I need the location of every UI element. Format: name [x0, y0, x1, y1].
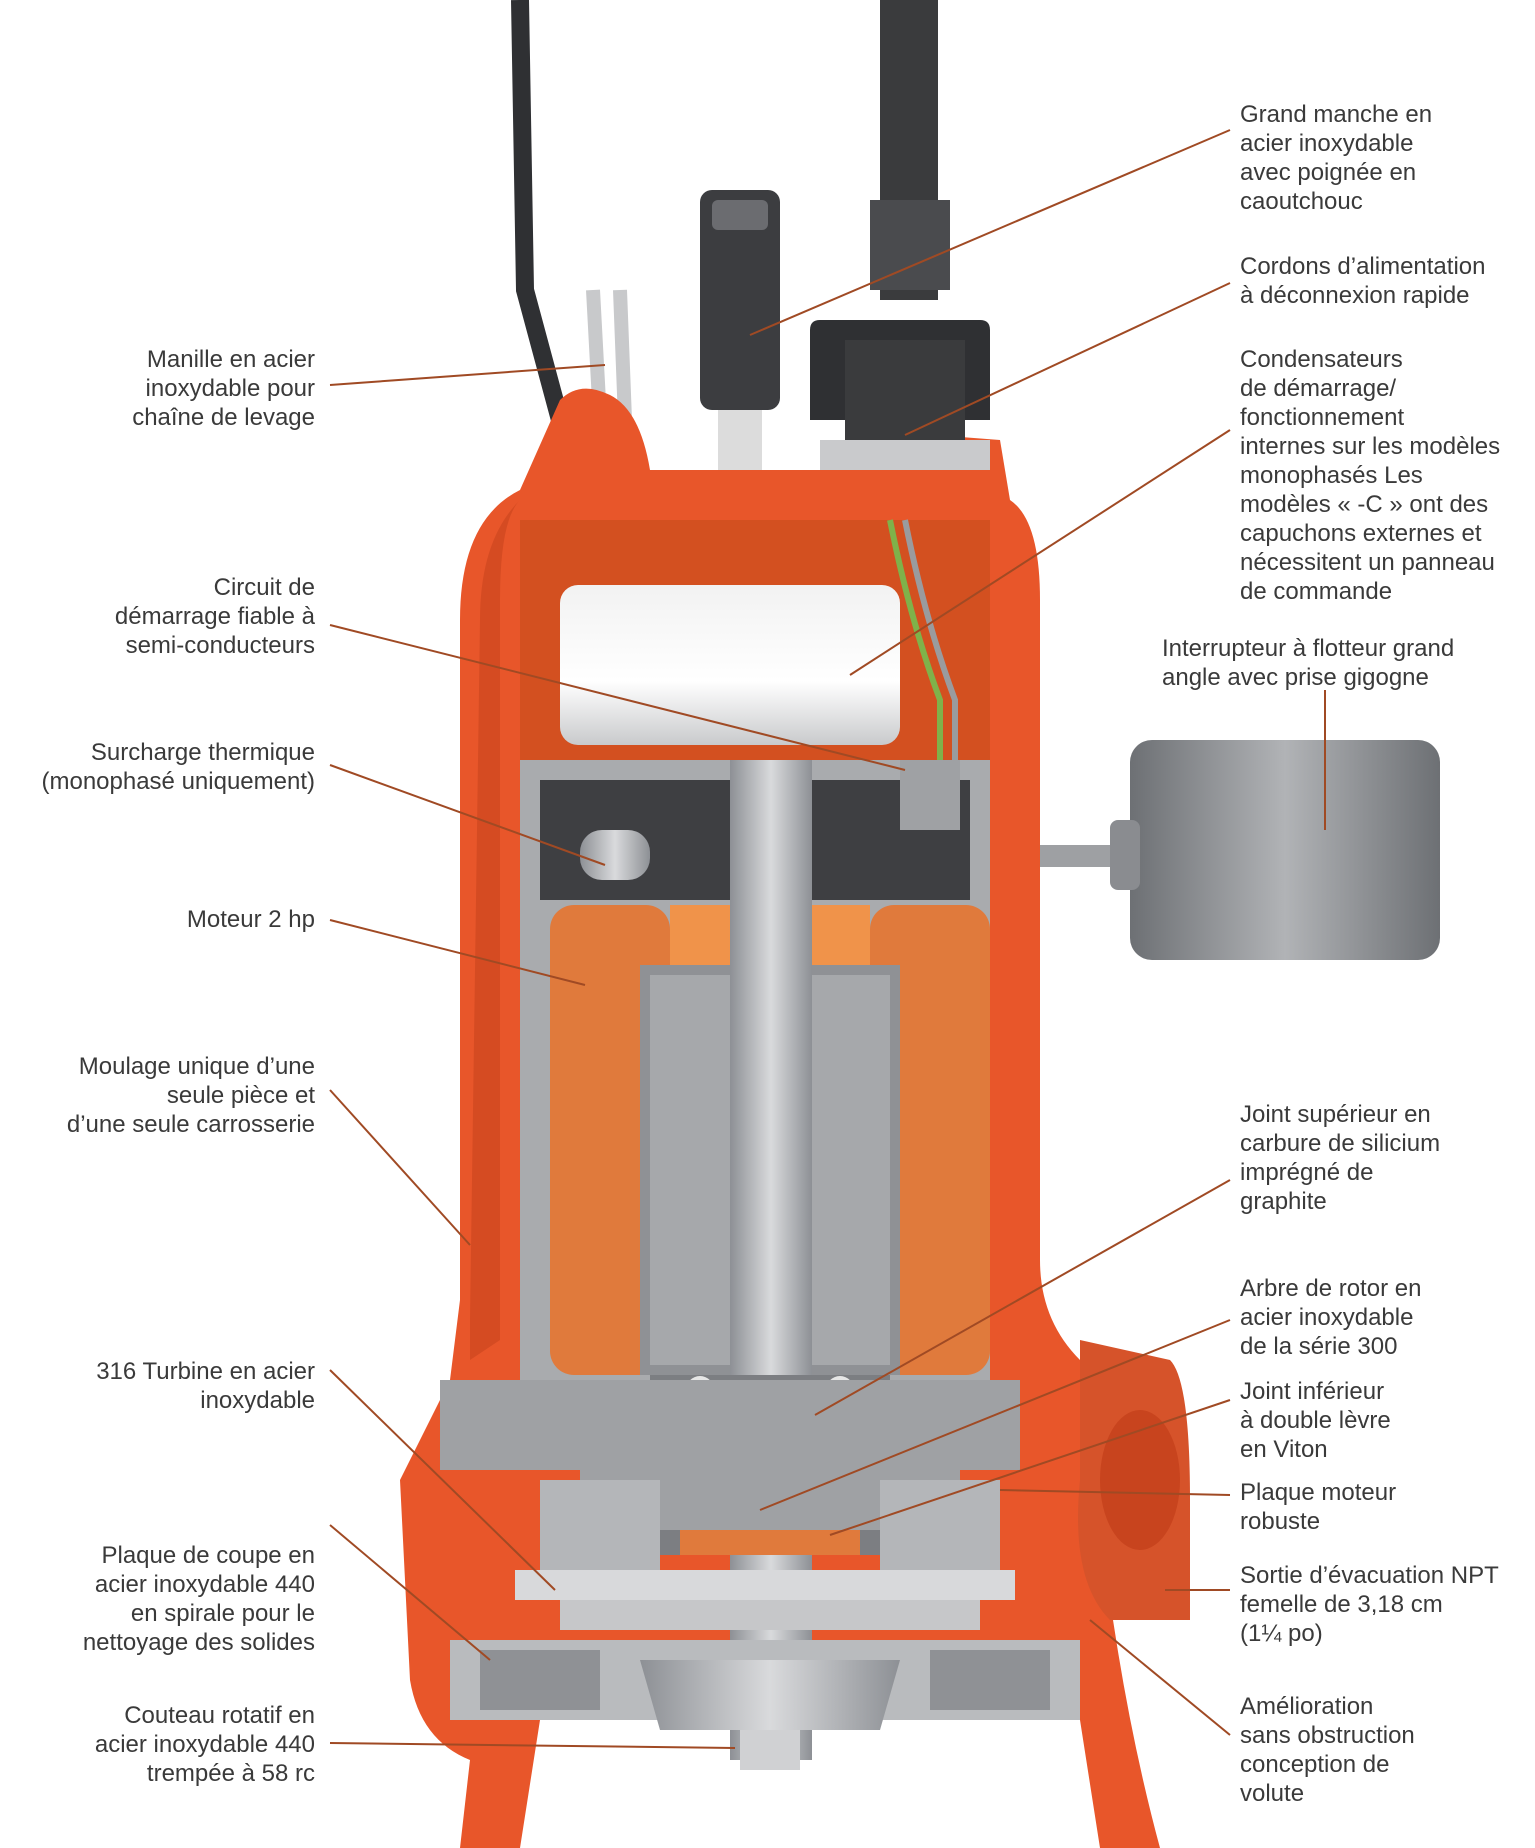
cord-strain-relief: [870, 200, 950, 290]
label-power-cords: Cordons d’alimentation à déconnexion rap…: [1240, 253, 1486, 309]
rotating-cutter: [640, 1660, 900, 1730]
label-volute: Amélioration sans obstruction conception…: [1240, 1693, 1415, 1807]
label-thermal-overload: Surcharge thermique (monophasé uniquemen…: [41, 739, 315, 795]
leader-lines: [329, 129, 1326, 1749]
label-handle: Grand manche en acier inoxydable avec po…: [1240, 101, 1433, 215]
label-float-switch: Interrupteur à flotteur grand angle avec…: [1162, 635, 1455, 691]
label-one-piece-casting: Moulage unique d’une seule pièce et d’un…: [66, 1053, 315, 1138]
label-motor-plate: Plaque moteur robuste: [1240, 1479, 1397, 1535]
internal-wires: [887, 519, 943, 780]
float-switch: [1130, 740, 1440, 960]
label-motor: Moteur 2 hp: [186, 906, 315, 933]
impeller: [515, 1570, 1015, 1600]
rubber-grip-handle: [700, 190, 780, 410]
capacitor: [560, 585, 900, 745]
label-capacitors: Condensateurs de démarrage/ fonctionneme…: [1240, 346, 1501, 605]
label-rotating-cutter: Couteau rotatif en acier inoxydable 440 …: [94, 1702, 315, 1787]
label-lower-seal: Joint inférieur à double lèvre en Viton: [1240, 1378, 1391, 1463]
label-turbine: 316 Turbine en acier inoxydable: [96, 1358, 315, 1414]
label-lifting-shackle: Manille en acier inoxydable pour chaîne …: [132, 346, 315, 431]
label-rotor-shaft: Arbre de rotor en acier inoxydable de la…: [1240, 1275, 1422, 1360]
label-start-circuit: Circuit de démarrage fiable à semi-condu…: [114, 574, 315, 659]
label-cutter-plate: Plaque de coupe en acier inoxydable 440 …: [82, 1542, 315, 1656]
thermal-overload: [580, 830, 650, 880]
power-cord-left: [511, 0, 569, 423]
start-circuit: [900, 760, 960, 830]
label-discharge: Sortie d’évacuation NPT femelle de 3,18 …: [1240, 1562, 1499, 1647]
label-upper-seal: Joint supérieur en carbure de silicium i…: [1240, 1101, 1441, 1215]
